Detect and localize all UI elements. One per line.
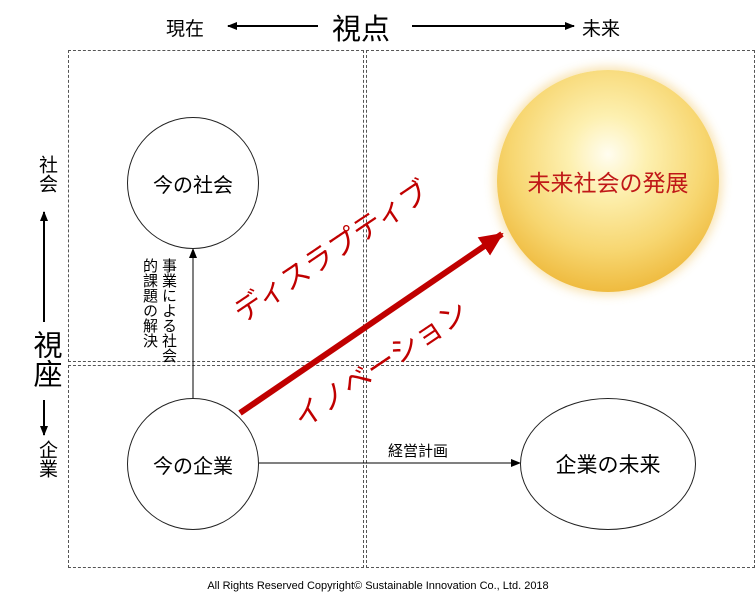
top-axis-right-label: 未来 xyxy=(582,18,621,40)
node-future-society: 未来社会の発展 xyxy=(497,70,719,292)
node-current-company: 今の企業 xyxy=(127,398,259,530)
quadrant-top-left xyxy=(68,50,364,362)
business-plan-label: 経営計画 xyxy=(388,442,449,460)
copyright-footer: All Rights Reserved Copyright© Sustainab… xyxy=(207,580,549,592)
top-axis-left-label: 現在 xyxy=(166,18,205,40)
left-axis-title: 視座 xyxy=(29,330,63,388)
problem-solving-label-col1: 事業による社会 xyxy=(160,258,178,363)
node-current-society: 今の社会 xyxy=(127,117,259,249)
quadrant-bottom-right xyxy=(366,365,755,568)
problem-solving-label-col2: 的課題の解決 xyxy=(141,258,159,348)
disruptive-innovation-arrow xyxy=(238,231,504,416)
quadrant-top-right xyxy=(366,50,755,362)
quadrant-bottom-left xyxy=(68,365,364,568)
node-company-future: 企業の未来 xyxy=(520,398,696,530)
left-axis-top-label: 社会 xyxy=(36,155,58,193)
left-axis-bottom-label: 企業 xyxy=(36,440,58,478)
top-axis-title: 視点 xyxy=(332,12,391,46)
